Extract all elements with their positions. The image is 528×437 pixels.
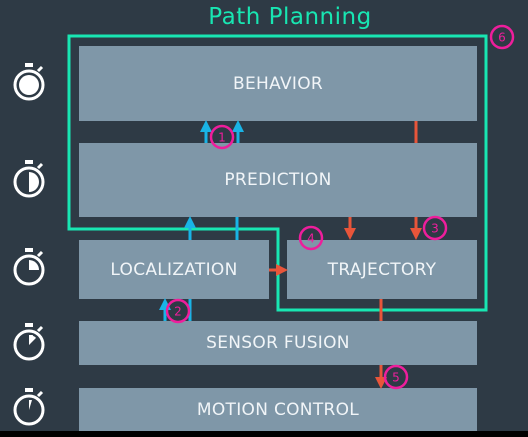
localization-box: LOCALIZATION (79, 240, 269, 299)
stopwatch-quarter-icon (13, 248, 45, 286)
badge-1: 1 (209, 124, 235, 150)
diagram-title: Path Planning (208, 4, 372, 30)
svg-text:3: 3 (431, 222, 439, 236)
svg-text:1: 1 (218, 131, 226, 145)
badge-4: 4 (298, 225, 324, 251)
behavior-box: BEHAVIOR (79, 46, 477, 121)
prediction-box: PREDICTION (79, 143, 477, 217)
badge-5: 5 (383, 364, 409, 390)
svg-text:6: 6 (498, 31, 506, 45)
badge-6: 6 (489, 24, 515, 50)
svg-text:2: 2 (174, 305, 182, 319)
stopwatch-full-icon (13, 63, 45, 101)
sensor-fusion-box: SENSOR FUSION (79, 321, 477, 365)
svg-text:5: 5 (392, 371, 400, 385)
path-planning-frame (67, 34, 488, 312)
bottom-edge-bar (0, 431, 528, 437)
badge-2: 2 (165, 298, 191, 324)
trajectory-box: TRAJECTORY (287, 240, 477, 299)
stopwatch-half-icon (13, 160, 45, 198)
stopwatch-eighth-icon (13, 323, 45, 361)
stopwatch-sliver-icon (13, 388, 45, 426)
motion-control-box: MOTION CONTROL (79, 388, 477, 431)
badge-3: 3 (422, 215, 448, 241)
svg-text:4: 4 (307, 232, 315, 246)
